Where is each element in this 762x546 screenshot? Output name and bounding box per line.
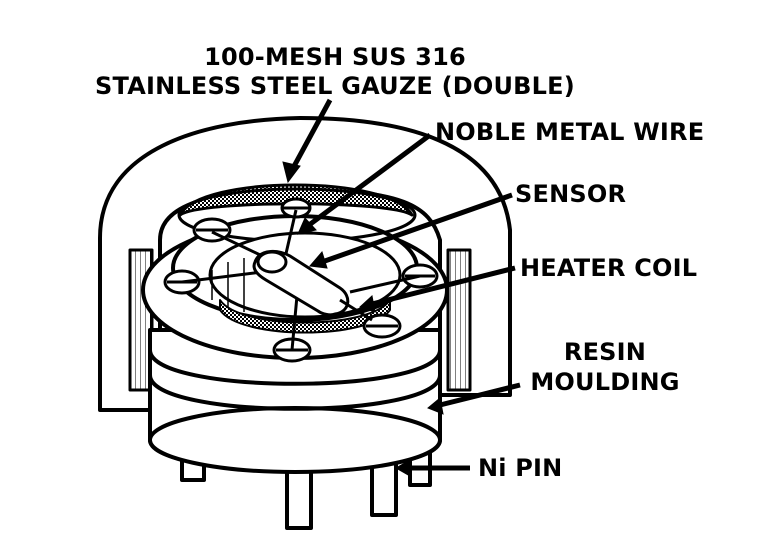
label-resin: RESIN bbox=[563, 338, 647, 366]
resin-arrowhead bbox=[427, 397, 444, 415]
heater-coil-leader bbox=[371, 265, 516, 307]
gauze-leader bbox=[289, 98, 333, 172]
label-gauze-line2: STAINLESS STEEL GAUZE (DOUBLE) bbox=[95, 72, 575, 100]
leader-lines bbox=[282, 98, 521, 477]
ni-pin-arrowhead bbox=[394, 459, 411, 477]
gauze-arrowhead bbox=[282, 161, 301, 184]
label-heater-coil: HEATER COIL bbox=[520, 254, 698, 282]
label-gauze-line1: 100-MESH SUS 316 bbox=[204, 43, 466, 71]
label-moulding: MOULDING bbox=[530, 368, 680, 396]
label-sensor: SENSOR bbox=[515, 180, 627, 208]
sensor-arrowhead bbox=[309, 250, 328, 269]
resin-leader bbox=[439, 382, 521, 408]
noble-wire-arrowhead bbox=[297, 217, 317, 235]
label-ni-pin: Ni PIN bbox=[478, 454, 563, 482]
noble-wire-leader bbox=[303, 132, 432, 231]
label-noble-metal-wire: NOBLE METAL WIRE bbox=[435, 118, 705, 146]
sensor-housing bbox=[98, 116, 512, 530]
sensor-leader bbox=[321, 192, 513, 265]
screws bbox=[163, 197, 439, 363]
heater-coil-arrowhead bbox=[359, 295, 376, 313]
